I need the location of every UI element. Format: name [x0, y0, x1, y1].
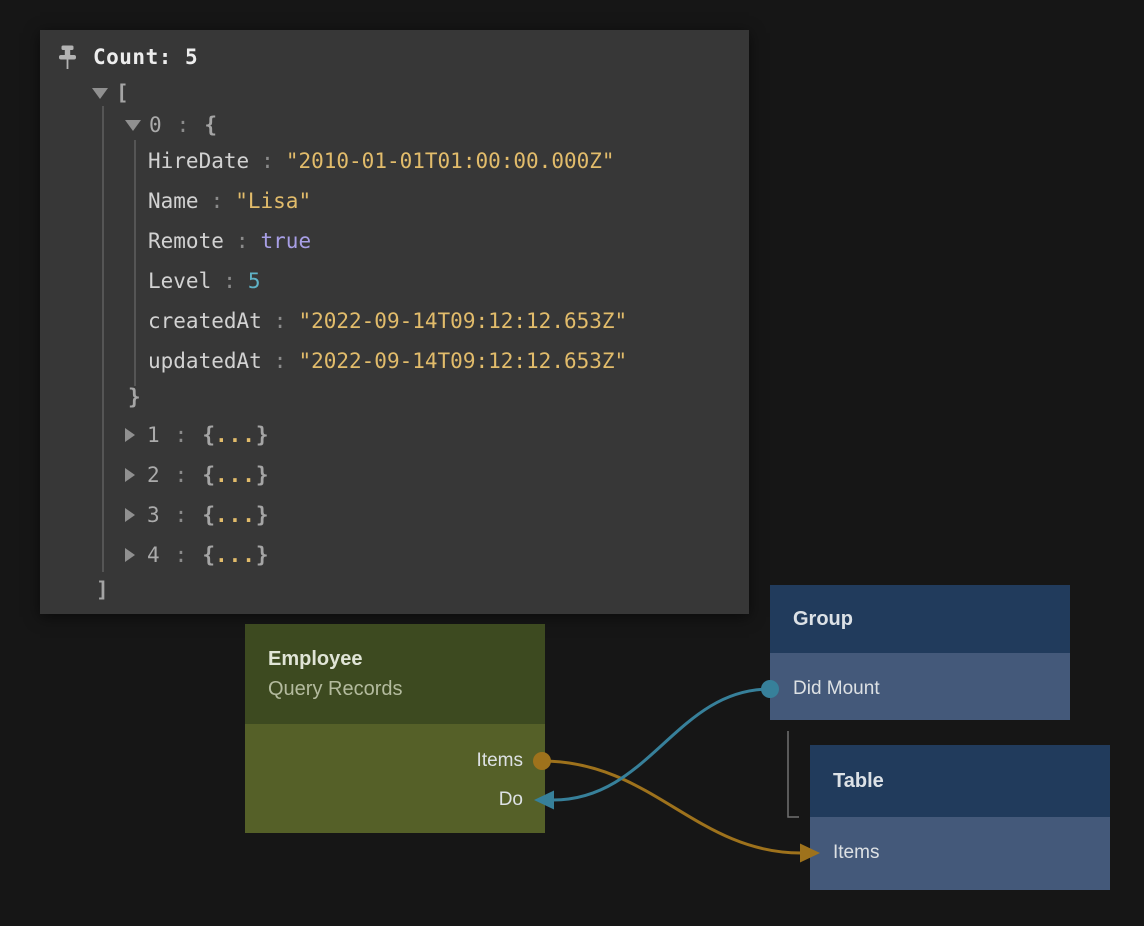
- caret-right-icon[interactable]: [125, 548, 135, 562]
- array-open-token: [: [116, 81, 129, 105]
- tree-row-field: updatedAt : "2022-09-14T09:12:12.653Z": [148, 346, 627, 376]
- field-value: "Lisa": [235, 189, 312, 213]
- object-index: 3: [147, 503, 160, 527]
- field-key: updatedAt: [148, 349, 262, 373]
- field-value: "2022-09-14T09:12:12.653Z": [298, 309, 628, 333]
- preview-open: {: [202, 423, 215, 447]
- port-label: Do: [498, 789, 523, 810]
- hierarchy-connector-group-table: [787, 731, 799, 818]
- colon-token: :: [174, 503, 188, 527]
- port-label: Did Mount: [793, 678, 880, 699]
- colon-token: :: [273, 309, 287, 333]
- tree-row-collapsed-1: 1 : { ... }: [125, 420, 269, 450]
- colon-token: :: [174, 423, 188, 447]
- connection-items-to-table-items[interactable]: [533, 752, 820, 863]
- tree-row-collapsed-2: 2 : { ... }: [125, 460, 269, 490]
- connection-didmount-to-do[interactable]: [534, 680, 779, 810]
- tree-row-field: HireDate : "2010-01-01T01:00:00.000Z": [148, 146, 615, 176]
- colon-token: :: [223, 269, 236, 293]
- field-value: true: [260, 229, 312, 253]
- caret-right-icon[interactable]: [125, 468, 135, 482]
- caret-down-icon[interactable]: [92, 87, 108, 99]
- object-open-token: {: [204, 113, 217, 137]
- tree-row-collapsed-4: 4 : { ... }: [125, 540, 269, 570]
- caret-right-icon[interactable]: [125, 508, 135, 522]
- indent-guide: [134, 140, 136, 386]
- node-header: Employee Query Records: [245, 624, 545, 724]
- object-index: 2: [147, 463, 160, 487]
- inspector-count-label: Count: 5: [93, 45, 199, 69]
- preview-open: {: [202, 543, 215, 567]
- preview-close: }: [255, 503, 269, 527]
- tree-row-field: Remote : true: [148, 226, 311, 256]
- field-key: createdAt: [148, 309, 262, 333]
- object-index: 4: [147, 543, 160, 567]
- node-body: Items: [810, 817, 1110, 890]
- tree-row-collapsed-3: 3 : { ... }: [125, 500, 269, 530]
- tree-row-field: createdAt : "2022-09-14T09:12:12.653Z": [148, 306, 627, 336]
- node-table[interactable]: Table Items: [810, 745, 1110, 890]
- tree-row-field: Name : "Lisa": [148, 186, 311, 216]
- object-index: 1: [147, 423, 160, 447]
- port-items-output[interactable]: Items: [477, 747, 523, 775]
- array-close-token: ]: [96, 578, 109, 602]
- pin-icon[interactable]: [58, 45, 77, 70]
- node-title: Table: [833, 770, 884, 792]
- node-header: Group: [770, 585, 1070, 653]
- tree-row-array-open: [: [92, 78, 129, 108]
- tree-row-object-0: 0 : {: [125, 110, 217, 140]
- preview-dots: ...: [214, 503, 256, 527]
- port-label: Items: [476, 750, 523, 771]
- object-index: 0: [149, 113, 162, 137]
- indent-guide: [102, 106, 104, 572]
- preview-close: }: [255, 463, 269, 487]
- node-group[interactable]: Group Did Mount: [770, 585, 1070, 720]
- node-header: Table: [810, 745, 1110, 817]
- preview-close: }: [255, 423, 269, 447]
- preview-open: {: [202, 463, 215, 487]
- node-body: Items Do: [245, 724, 545, 833]
- data-inspector-panel: Count: 5 [ 0 : { HireDate : "2010-01-01T…: [40, 30, 749, 614]
- node-employee-query-records[interactable]: Employee Query Records Items Do: [245, 624, 545, 833]
- field-value: "2010-01-01T01:00:00.000Z": [285, 149, 615, 173]
- colon-token: :: [174, 463, 188, 487]
- preview-dots: ...: [214, 423, 256, 447]
- tree-row-array-close: ]: [96, 575, 109, 605]
- colon-token: :: [174, 543, 188, 567]
- preview-dots: ...: [214, 463, 256, 487]
- colon-token: :: [261, 149, 274, 173]
- port-items-input[interactable]: Items: [833, 839, 879, 867]
- colon-token: :: [176, 113, 190, 137]
- field-key: Name: [148, 189, 199, 213]
- node-title: Group: [793, 608, 853, 630]
- caret-right-icon[interactable]: [125, 428, 135, 442]
- tree-row-field: Level : 5: [148, 266, 261, 296]
- preview-dots: ...: [214, 543, 256, 567]
- tree-row-object-close: }: [128, 382, 141, 412]
- object-close-token: }: [128, 385, 141, 409]
- field-key: Level: [148, 269, 212, 293]
- colon-token: :: [273, 349, 287, 373]
- field-value: "2022-09-14T09:12:12.653Z": [298, 349, 628, 373]
- node-body: Did Mount: [770, 653, 1070, 720]
- inspector-header: Count: 5: [58, 42, 198, 72]
- node-subtitle: Query Records: [268, 678, 403, 700]
- field-key: HireDate: [148, 149, 250, 173]
- field-key: Remote: [148, 229, 224, 253]
- field-value: 5: [247, 269, 261, 293]
- port-do-input[interactable]: Do: [499, 786, 523, 814]
- preview-close: }: [255, 543, 269, 567]
- port-did-mount-output[interactable]: Did Mount: [793, 675, 880, 703]
- colon-token: :: [235, 229, 249, 253]
- node-title: Employee: [268, 648, 363, 670]
- preview-open: {: [202, 503, 215, 527]
- caret-down-icon[interactable]: [125, 119, 141, 131]
- port-label: Items: [833, 842, 880, 863]
- colon-token: :: [210, 189, 224, 213]
